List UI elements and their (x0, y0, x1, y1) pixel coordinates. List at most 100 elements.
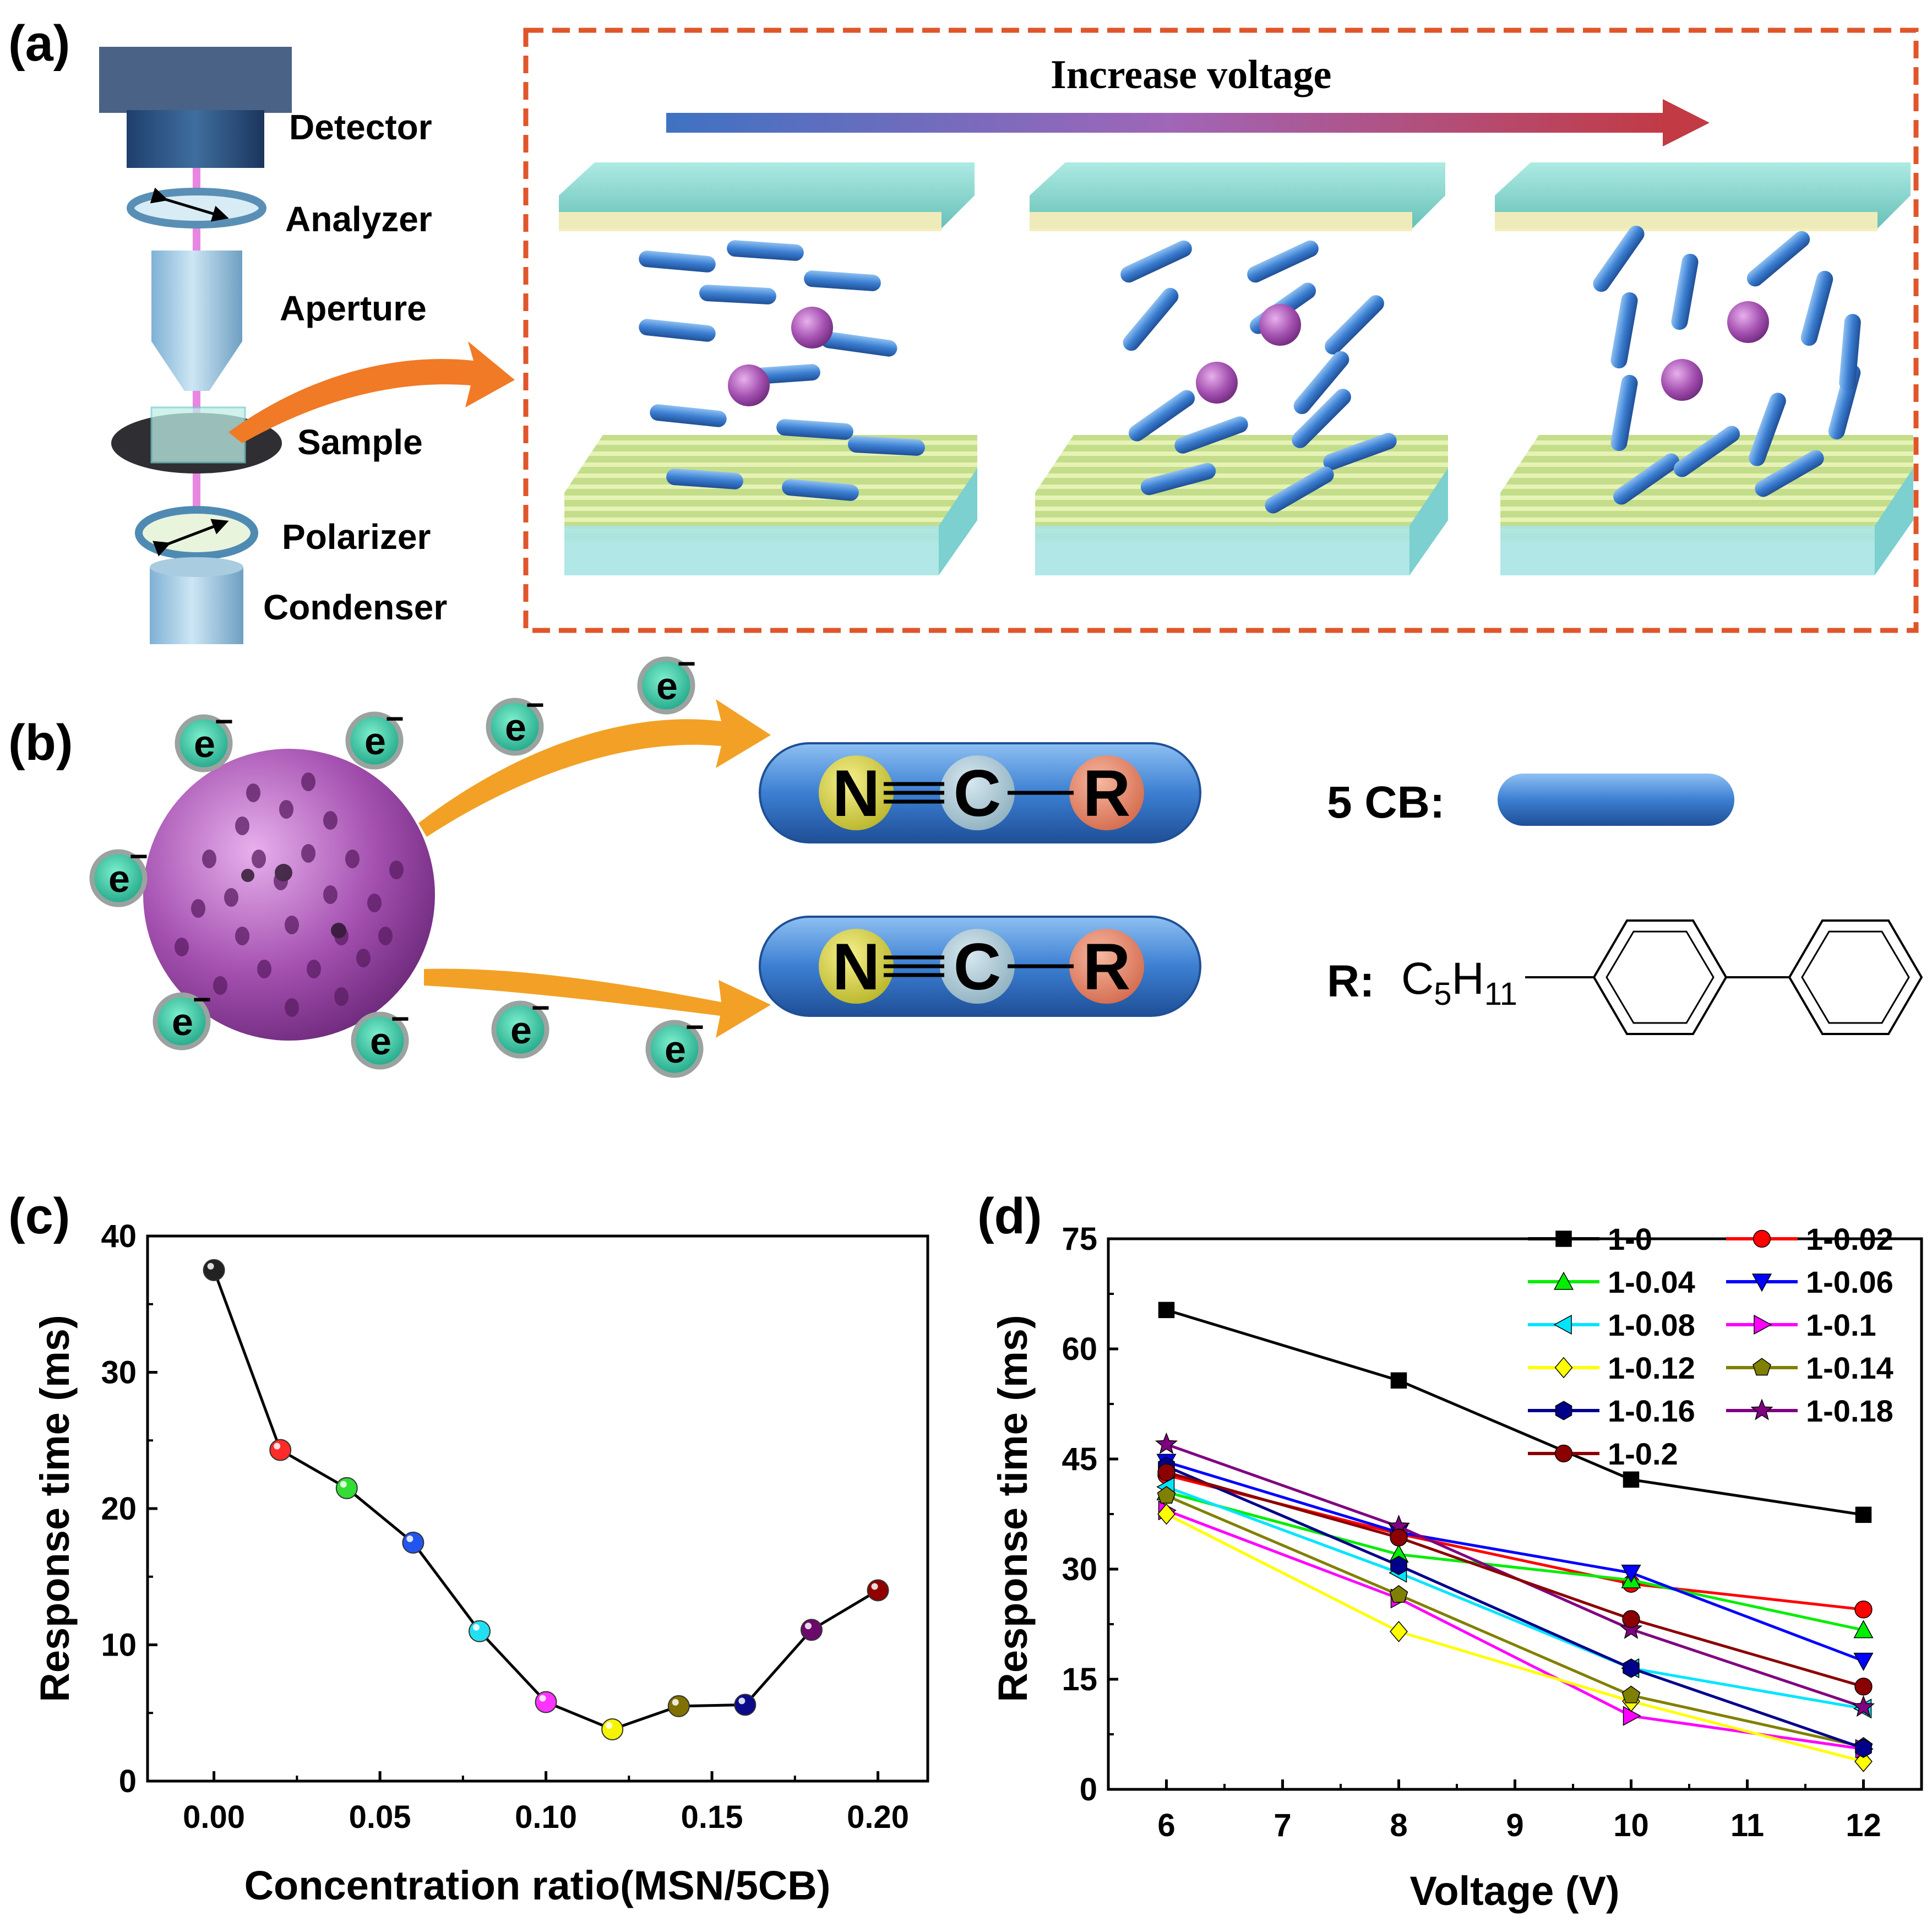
r-formula: C5H11 (1401, 954, 1517, 1012)
lc-rod (782, 479, 859, 501)
legend-item: 1-0.08 (1528, 1308, 1695, 1342)
lc-rod (1174, 416, 1248, 454)
zoom-box (523, 28, 1919, 633)
microscope (99, 47, 292, 644)
legend-item: 1-0.04 (1528, 1265, 1695, 1299)
electron: e− (637, 646, 696, 715)
electron: e− (486, 687, 545, 756)
r-group-structure: R: C5H11 (1327, 919, 1923, 1035)
x-tick-label: 0.00 (183, 1799, 245, 1835)
data-point (800, 1619, 823, 1641)
svg-text:R: R (1083, 756, 1131, 830)
label-sample: Sample (297, 422, 423, 462)
lc-rod (639, 251, 716, 273)
label-aperture: Aperture (280, 288, 427, 328)
lc-rod (1755, 450, 1824, 497)
data-point (1390, 1528, 1408, 1547)
data-point (1852, 1695, 1875, 1717)
lc-rod (1800, 270, 1833, 346)
legend-label: 1-0.08 (1608, 1308, 1695, 1342)
legend-item: 1-0.18 (1726, 1393, 1893, 1428)
data-point (335, 1477, 358, 1499)
data-point (1619, 1617, 1643, 1639)
lc-rod (1671, 253, 1699, 330)
x-tick-label: 0.05 (349, 1799, 411, 1835)
lc-rod (1749, 393, 1786, 466)
svg-text:e: e (370, 1020, 391, 1063)
y-tick-label: 45 (1062, 1441, 1097, 1477)
legend-label: 1-0.18 (1806, 1393, 1893, 1428)
svg-text:e: e (510, 1009, 532, 1052)
legend-5cb-label: 5 CB: (1327, 777, 1445, 828)
x-tick-label: 0.10 (515, 1799, 577, 1835)
transfer-arrow-bottom (424, 968, 771, 1038)
lc-rod (848, 436, 925, 456)
series-1-0.02 (1157, 1466, 1873, 1619)
chart-d-xlabel: Voltage (V) (1410, 1868, 1620, 1914)
x-tick-label: 7 (1274, 1808, 1291, 1843)
electrons: e−e−e−e−e−e−e−e−e− (89, 646, 704, 1078)
legend-label: 1-0.06 (1806, 1265, 1893, 1299)
lc-rod (804, 270, 881, 291)
lc-rod (666, 469, 743, 489)
lc-rod (1140, 462, 1216, 496)
panel-label-d: (d) (977, 1188, 1042, 1244)
lc-rod (1265, 466, 1334, 514)
panel-label-a: (a) (8, 15, 70, 72)
y-tick-label: 0 (1080, 1772, 1097, 1808)
chart-c-ylabel: Response time (ms) (32, 1315, 78, 1702)
lc-rod (699, 285, 776, 304)
x-tick-label: 8 (1390, 1808, 1407, 1843)
data-point (1157, 1503, 1175, 1525)
lc-rod (1746, 231, 1810, 287)
legend-label: 1-0.02 (1806, 1222, 1893, 1256)
y-tick-label: 30 (1062, 1552, 1097, 1587)
sample-pointer-arrow (228, 341, 515, 443)
data-point (1155, 1432, 1178, 1454)
legend-item: 1-0.02 (1726, 1222, 1893, 1256)
chart-c-xlabel: Concentration ratio(MSN/5CB) (244, 1863, 831, 1908)
electron: e− (351, 1001, 410, 1070)
lc-rod (1593, 225, 1645, 292)
x-tick-label: 0.15 (681, 1799, 743, 1835)
series-1-0.18 (1155, 1432, 1875, 1717)
legend-label: 1-0 (1608, 1222, 1652, 1256)
msn-sphere (143, 749, 435, 1041)
electron: e− (345, 701, 404, 770)
data-point (1390, 1620, 1408, 1642)
panel-label-c: (c) (8, 1188, 70, 1244)
data-point (1854, 1750, 1873, 1772)
electron: e− (645, 1009, 704, 1078)
series-1-0.12 (1157, 1503, 1873, 1772)
y-tick-label: 60 (1062, 1331, 1097, 1367)
legend-label: 1-0.14 (1806, 1351, 1893, 1385)
data-point (535, 1691, 557, 1713)
series-1-0.2 (1157, 1463, 1873, 1696)
data-point (1390, 1555, 1407, 1575)
increase-voltage-arrow (666, 99, 1710, 146)
atom-C (940, 755, 1015, 830)
svg-text:−: − (526, 687, 545, 723)
atom-N (819, 929, 894, 1004)
lc-rod (1610, 374, 1638, 451)
data-point (1854, 1678, 1873, 1696)
lc-rod (1292, 389, 1351, 448)
lc-rod (1610, 292, 1638, 369)
label-analyzer: Analyzer (285, 199, 432, 239)
data-point (667, 1695, 690, 1717)
x-tick-label: 0.20 (847, 1799, 909, 1835)
condenser-body (150, 567, 243, 644)
legend-label: 1-0.1 (1806, 1308, 1876, 1342)
legend-r-label: R: (1327, 956, 1375, 1006)
chart-c-line (213, 1270, 879, 1731)
atom-C (940, 929, 1015, 1004)
data-point (1389, 1585, 1408, 1603)
y-tick-label: 10 (101, 1627, 137, 1663)
data-point (734, 1694, 757, 1716)
lc-rod (1128, 390, 1195, 442)
legend-item: 1-0 (1528, 1222, 1652, 1256)
svg-text:e: e (108, 857, 130, 900)
legend-item: 1-0.1 (1726, 1308, 1876, 1342)
